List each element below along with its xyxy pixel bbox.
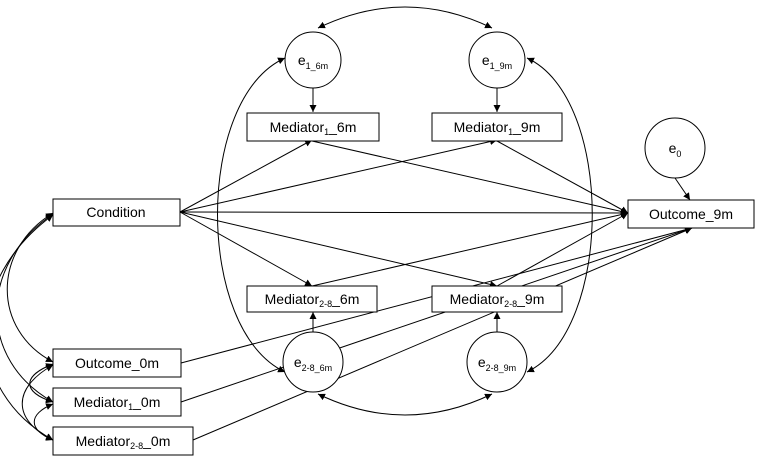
observed-variables: Condition Outcome_0m Mediator1_0m Mediat… <box>52 112 755 456</box>
node-mediator28-6m: Mediator2-8_6m <box>246 285 378 313</box>
cov-e1-6m-e1-9m <box>317 6 493 29</box>
error-e28-9m-label: e2-8_9m <box>478 354 516 373</box>
error-e0-label: e0 <box>669 140 682 159</box>
path-condition-med28-6m <box>179 211 313 287</box>
path-med1-6m-outcome <box>311 140 629 215</box>
node-outcome-0m: Outcome_0m <box>52 348 182 378</box>
cov-med1-0m-med28-0m <box>33 403 54 441</box>
node-mediator28-0m-label: Mediator2-8_0m <box>76 433 171 451</box>
node-condition-label: Condition <box>86 204 145 220</box>
path-condition-med1-6m <box>179 139 313 213</box>
node-condition: Condition <box>52 198 181 227</box>
path-med28-6m-outcome <box>311 211 629 287</box>
cov-condition-med1-0m <box>0 213 54 403</box>
node-outcome-9m-label: Outcome_9m <box>649 206 733 222</box>
node-mediator1-9m-label: Mediator1_9m <box>454 119 541 137</box>
paths <box>0 6 693 441</box>
error-e1-9m: e1_9m <box>468 31 526 89</box>
node-mediator1-9m: Mediator1_9m <box>431 112 563 142</box>
path-med1-9m-outcome <box>496 140 629 214</box>
cov-condition-med28-0m <box>0 214 54 441</box>
error-e1-6m-label: e1_6m <box>298 52 328 71</box>
cov-outcome0m-med28-0m <box>21 364 54 441</box>
error-e1-6m: e1_6m <box>284 31 342 89</box>
cov-e28-6m-e28-9m <box>317 393 493 416</box>
error-e0: e0 <box>644 117 706 179</box>
node-mediator28-0m: Mediator2-8_0m <box>52 426 194 456</box>
path-condition-med1-9m <box>179 138 498 213</box>
cov-e1-9m-e28-9m <box>526 57 593 373</box>
cov-condition-outcome0m <box>6 212 54 363</box>
error-e1-9m-label: e1_9m <box>482 52 512 71</box>
error-e28-9m: e2-8_9m <box>466 331 528 393</box>
cov-e1-6m-e28-6m <box>217 57 286 373</box>
path-med28-9m-outcome <box>496 212 629 287</box>
error-e28-6m-label: e2-8_6m <box>294 354 332 373</box>
path-med1-0m-outcome9m <box>180 226 693 403</box>
node-mediator1-0m: Mediator1_0m <box>52 387 182 417</box>
node-mediator1-0m-label: Mediator1_0m <box>74 394 161 412</box>
error-terms: e1_6m e1_9m e2-8_6m e2-8_9m e0 <box>282 31 706 393</box>
node-mediator28-6m-label: Mediator2-8_6m <box>265 291 360 309</box>
path-med28-0m-outcome9m <box>192 227 693 441</box>
cov-outcome0m-med1-0m <box>29 363 54 404</box>
error-e28-6m: e2-8_6m <box>282 331 344 393</box>
node-mediator28-9m-label: Mediator2-8_9m <box>450 291 545 309</box>
node-mediator28-9m: Mediator2-8_9m <box>431 285 563 313</box>
path-condition-outcome9m <box>179 209 629 217</box>
node-mediator1-6m: Mediator1_6m <box>246 112 380 142</box>
node-outcome-0m-label: Outcome_0m <box>75 355 159 371</box>
path-condition-med28-9m <box>179 211 498 288</box>
path-e0-outcome9m <box>674 177 691 201</box>
node-mediator1-6m-label: Mediator1_6m <box>270 119 357 137</box>
node-outcome-9m: Outcome_9m <box>627 199 755 229</box>
